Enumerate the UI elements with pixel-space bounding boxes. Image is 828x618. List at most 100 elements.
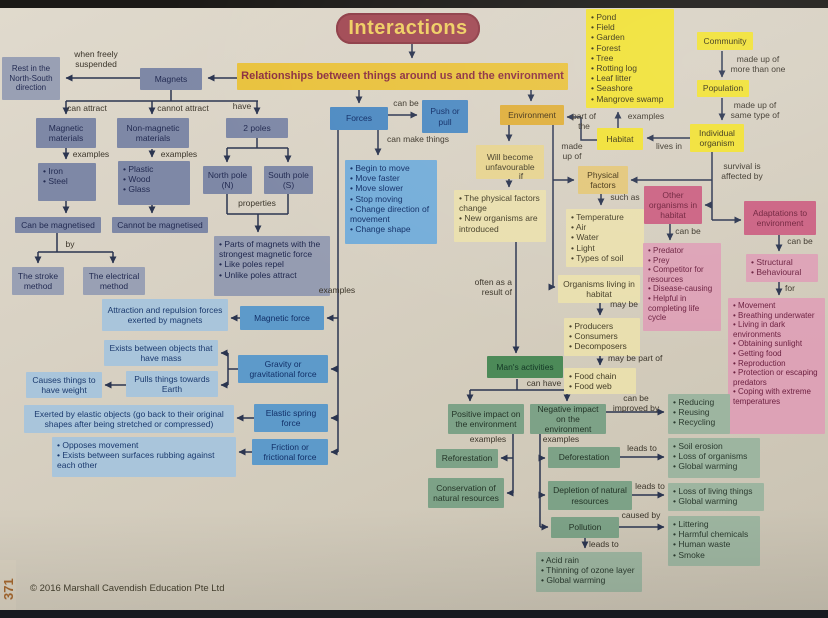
node-organisms-living: Organisms living in habitat xyxy=(558,275,640,303)
list-adaptation-purposes: • Movement • Breathing underwater • Livi… xyxy=(728,298,825,434)
node-negative-impact: Negative impact on the environment xyxy=(530,404,606,434)
node-can-be-magnetised: Can be magnetised xyxy=(15,217,101,233)
list-magnetic-examples: • Iron • Steel xyxy=(38,163,96,201)
list-depletion-effects: • Loss of living things • Global warming xyxy=(668,483,764,511)
node-conservation: Conservation of natural resources xyxy=(428,478,504,508)
photo-edge-top xyxy=(0,0,828,8)
list-pollution-effects: • Acid rain • Thinning of ozone layer • … xyxy=(536,552,642,592)
label-examples-forces: examples xyxy=(318,285,356,295)
page-tab xyxy=(0,560,16,610)
node-physical-factors: Physical factors xyxy=(578,166,628,194)
page-number: 371 xyxy=(1,578,16,600)
node-south-pole: South pole (S) xyxy=(264,166,313,194)
label-properties: properties xyxy=(238,198,276,208)
label-when-freely-suspended: when freely suspended xyxy=(74,49,118,69)
node-cannot-be-magnetised: Cannot be magnetised xyxy=(112,217,208,233)
node-push-or-pull: Push or pull xyxy=(422,100,468,133)
label-can-be-adaptations: can be xyxy=(787,236,813,246)
label-examples-non-magnetic: examples xyxy=(160,149,198,159)
list-organism-types: • Producers • Consumers • Decomposers xyxy=(564,318,640,356)
node-mans-activities: Man's activities xyxy=(487,356,563,378)
node-pollution: Pollution xyxy=(551,517,619,538)
label-improved-by: can be improved by xyxy=(612,393,660,413)
label-made-up-of: made up of xyxy=(561,141,583,161)
list-habitat-examples: • Pond • Field • Garden • Forest • Tree … xyxy=(586,9,674,108)
label-by: by xyxy=(65,239,75,249)
label-caused-by: caused by xyxy=(621,510,661,520)
list-physical-factors: • Temperature • Air • Water • Light • Ty… xyxy=(566,209,644,267)
label-if: if xyxy=(518,171,524,181)
label-for: for xyxy=(785,283,795,293)
list-non-magnetic-examples: • Plastic • Wood • Glass xyxy=(118,161,190,205)
copyright-text: © 2016 Marshall Cavendish Education Pte … xyxy=(30,583,225,594)
node-adaptations: Adaptations to environment xyxy=(744,201,816,235)
node-reforestation: Reforestation xyxy=(436,449,498,468)
node-gravitational-force: Gravity or gravitational force xyxy=(238,355,328,383)
label-examples-habitat: examples xyxy=(627,111,665,121)
label-leads-to-3: leads to xyxy=(589,539,619,549)
list-three-rs: • Reducing • Reusing • Recycling xyxy=(668,394,730,434)
node-population: Population xyxy=(697,80,749,97)
label-examples-magnetic: examples xyxy=(72,149,110,159)
label-cannot-attract: cannot attract xyxy=(157,103,209,113)
node-stroke-method: The stroke method xyxy=(12,267,64,295)
desc-weight: Causes things to have weight xyxy=(26,372,102,398)
label-examples-positive: examples xyxy=(469,434,507,444)
list-food-chain-web: • Food chain • Food web xyxy=(564,368,636,394)
photo-edge-bottom xyxy=(0,610,828,618)
node-other-organisms: Other organisms in habitat xyxy=(644,186,702,224)
label-lives-in: lives in xyxy=(656,141,682,151)
node-two-poles: 2 poles xyxy=(226,118,288,138)
label-may-be-part-of: may be part of xyxy=(608,353,663,363)
node-magnets: Magnets xyxy=(140,68,202,90)
node-individual-organism: Individual organism xyxy=(690,124,744,152)
label-may-be: may be xyxy=(610,299,638,309)
list-unfavourable-causes: • The physical factors change • New orga… xyxy=(454,190,546,242)
desc-elastic: Exerted by elastic objects (go back to t… xyxy=(24,405,234,433)
connector-arrows xyxy=(34,44,783,549)
node-non-magnetic-materials: Non-magnetic materials xyxy=(117,118,189,148)
desc-magnetic-force: Attraction and repulsion forces exerted … xyxy=(102,299,228,331)
node-forces: Forces xyxy=(330,107,388,130)
label-can-attract: can attract xyxy=(67,103,107,113)
node-habitat: Habitat xyxy=(597,128,643,150)
label-have: have xyxy=(232,101,252,111)
label-survival-affected: survival is affected by xyxy=(721,161,763,181)
map-title: Interactions xyxy=(336,13,480,44)
list-force-effects: • Begin to move • Move faster • Move slo… xyxy=(345,160,437,244)
node-depletion: Depletion of natural resources xyxy=(548,481,632,510)
node-friction-force: Friction or frictional force xyxy=(252,439,328,465)
label-can-be: can be xyxy=(393,98,419,108)
label-can-make-things: can make things xyxy=(387,134,449,144)
node-community: Community xyxy=(697,32,753,50)
list-deforestation-effects: • Soil erosion • Loss of organisms • Glo… xyxy=(668,438,760,478)
label-can-have: can have xyxy=(526,378,562,388)
node-magnetic-materials: Magnetic materials xyxy=(36,118,96,148)
node-magnetic-force: Magnetic force xyxy=(240,306,324,330)
node-rest-north-south: Rest in the North-South direction xyxy=(2,57,60,100)
node-will-become-unfavourable: Will become unfavourable xyxy=(476,145,544,179)
label-leads-to-2: leads to xyxy=(635,481,665,491)
label-examples-negative: examples xyxy=(542,434,580,444)
label-can-be-roles: can be xyxy=(675,226,701,236)
label-made-up-of-same: made up of same type of xyxy=(730,100,780,120)
desc-friction: • Opposes movement • Exists between surf… xyxy=(52,437,236,477)
label-leads-to-1: leads to xyxy=(627,443,657,453)
node-positive-impact: Positive impact on the environment xyxy=(448,404,524,434)
node-elastic-spring-force: Elastic spring force xyxy=(254,404,328,432)
label-such-as: such as xyxy=(610,192,640,202)
list-adaptation-types: • Structural • Behavioural xyxy=(746,254,818,282)
desc-gravity-pulls: Pulls things towards Earth xyxy=(126,371,218,397)
list-pole-properties: • Parts of magnets with the strongest ma… xyxy=(214,236,330,296)
node-environment: Environment xyxy=(500,105,564,125)
node-electrical-method: The electrical method xyxy=(83,267,145,295)
list-organism-roles: • Predator • Prey • Competitor for resou… xyxy=(643,243,721,331)
label-often-as-result: often as a result of xyxy=(474,277,512,297)
connector-skeletons xyxy=(38,90,713,527)
node-north-pole: North pole (N) xyxy=(203,166,252,194)
node-deforestation: Deforestation xyxy=(548,447,620,468)
map-subtitle: Relationships between things around us a… xyxy=(237,63,568,90)
list-pollution-causes: • Littering • Harmful chemicals • Human … xyxy=(668,516,760,566)
